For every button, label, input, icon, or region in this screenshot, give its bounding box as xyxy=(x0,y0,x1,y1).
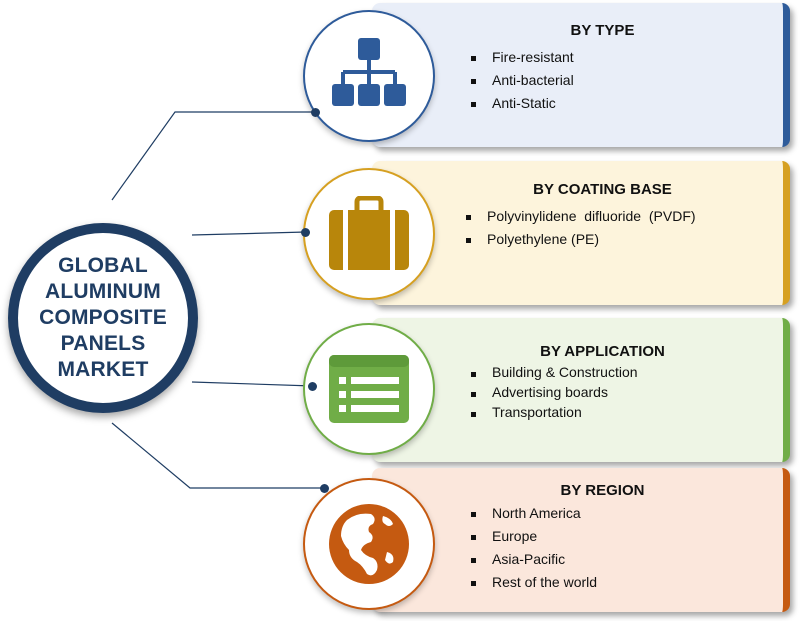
segment-list: Building & Construction Advertising boar… xyxy=(468,362,638,422)
market-title-circle: GLOBAL ALUMINUM COMPOSITE PANELS MARKET xyxy=(8,223,198,413)
list-item: Europe xyxy=(468,525,597,548)
list-item: Polyethylene (PE) xyxy=(463,228,696,251)
list-window-icon xyxy=(329,355,409,423)
hierarchy-icon xyxy=(332,38,406,106)
connector-dot xyxy=(308,382,317,391)
list-item: Transportation xyxy=(468,402,638,422)
type-icon-circle xyxy=(303,10,435,142)
list-item: Polyvinylidene difluoride (PVDF) xyxy=(463,205,696,228)
connector-dot xyxy=(301,228,310,237)
segment-list: Polyvinylidene difluoride (PVDF) Polyeth… xyxy=(463,205,696,251)
segment-panel-coating-base: BY COATING BASE Polyvinylidene difluorid… xyxy=(372,161,790,305)
list-item: Fire-resistant xyxy=(468,46,574,69)
connector-dot xyxy=(320,484,329,493)
region-icon-circle xyxy=(303,478,435,610)
segment-title: BY COATING BASE xyxy=(533,181,672,198)
list-item: Building & Construction xyxy=(468,362,638,382)
segment-panel-type: BY TYPE Fire-resistant Anti-bacterial An… xyxy=(372,3,790,147)
globe-icon xyxy=(329,504,409,584)
list-item: Anti-Static xyxy=(468,92,574,115)
briefcase-icon xyxy=(329,196,409,270)
segment-list: North America Europe Asia-Pacific Rest o… xyxy=(468,502,597,594)
market-title: GLOBAL ALUMINUM COMPOSITE PANELS MARKET xyxy=(39,254,167,381)
list-item: Anti-bacterial xyxy=(468,69,574,92)
segment-title: BY REGION xyxy=(560,482,645,499)
list-item: Asia-Pacific xyxy=(468,548,597,571)
segment-title: BY APPLICATION xyxy=(540,343,665,360)
segment-list: Fire-resistant Anti-bacterial Anti-Stati… xyxy=(468,46,574,115)
list-item: Advertising boards xyxy=(468,382,638,402)
coating-icon-circle xyxy=(303,168,435,300)
segment-panel-region: BY REGION North America Europe Asia-Paci… xyxy=(372,468,790,612)
list-item: North America xyxy=(468,502,597,525)
segment-title: BY TYPE xyxy=(570,22,635,39)
application-icon-circle xyxy=(303,323,435,455)
connector-dot xyxy=(311,108,320,117)
list-item: Rest of the world xyxy=(468,571,597,594)
segment-panel-application: BY APPLICATION Building & Construction A… xyxy=(372,318,790,462)
